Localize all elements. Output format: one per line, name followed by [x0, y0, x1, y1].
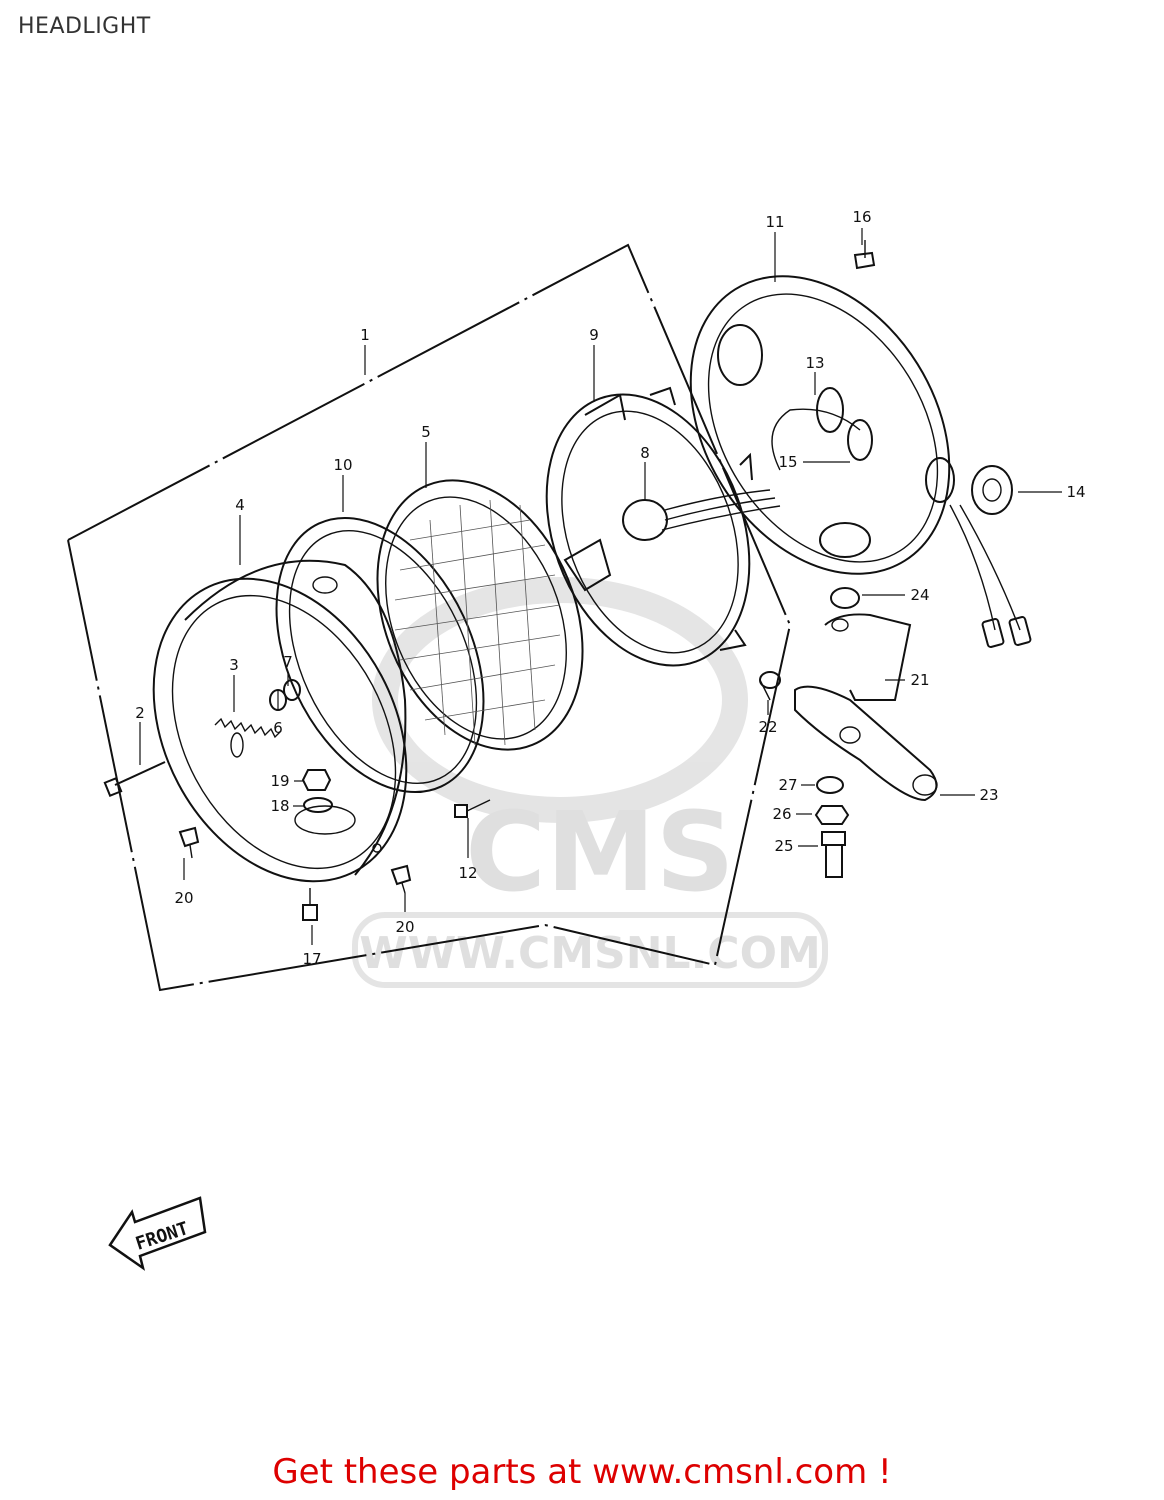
front-arrow-icon: [108, 1196, 207, 1271]
part-label: 11: [765, 213, 784, 231]
part-label: 25: [774, 837, 793, 855]
part-label: 19: [270, 772, 289, 790]
part-label: 10: [333, 456, 352, 474]
watermark-brand: CMS: [465, 788, 734, 916]
inner-ring: [275, 516, 485, 794]
part-label: 26: [772, 805, 791, 823]
part-label: 6: [273, 719, 283, 737]
part-label: 20: [395, 918, 414, 936]
part-label: 4: [235, 496, 245, 514]
headlight-case: [689, 275, 1032, 648]
part-label: 13: [805, 354, 824, 372]
mounting-ring: [545, 386, 753, 667]
sealed-beam-unit: [376, 479, 612, 751]
socket-and-wires: [622, 489, 781, 541]
assembly-outline: [67, 243, 792, 992]
footer-link[interactable]: Get these parts at www.cmsnl.com !: [272, 1452, 892, 1492]
leader-lines: [139, 228, 1062, 945]
watermark: CMS WWW.CMSNL.COM: [352, 577, 828, 988]
page-title: HEADLIGHT: [18, 14, 151, 39]
part-label: 5: [421, 423, 431, 441]
small-parts: [103, 240, 1013, 921]
part-label: 27: [778, 776, 797, 794]
part-label: 24: [910, 586, 929, 604]
part-label: 22: [758, 718, 777, 736]
part-label: 15: [778, 453, 797, 471]
part-label: 7: [283, 653, 293, 671]
part-label: 1: [360, 326, 370, 344]
front-arrow: FRONT: [108, 1196, 207, 1271]
part-label: 18: [270, 797, 289, 815]
part-label: 2: [135, 704, 145, 722]
part-label: 20: [174, 889, 193, 907]
part-label: 23: [979, 786, 998, 804]
front-label: FRONT: [133, 1218, 191, 1255]
part-label: 14: [1066, 483, 1085, 501]
part-label: 8: [640, 444, 650, 462]
part-label: 21: [910, 671, 929, 689]
part-label: 16: [852, 208, 871, 226]
part-label: 3: [229, 656, 239, 674]
part-labels: 1 2 3 4 5 6 7 8 9 10 11 12 13 14 15 16 1…: [135, 208, 1085, 968]
part-label: 17: [302, 950, 321, 968]
part-label: 9: [589, 326, 599, 344]
part-label: 12: [458, 864, 477, 882]
headlight-rim: [152, 559, 408, 883]
